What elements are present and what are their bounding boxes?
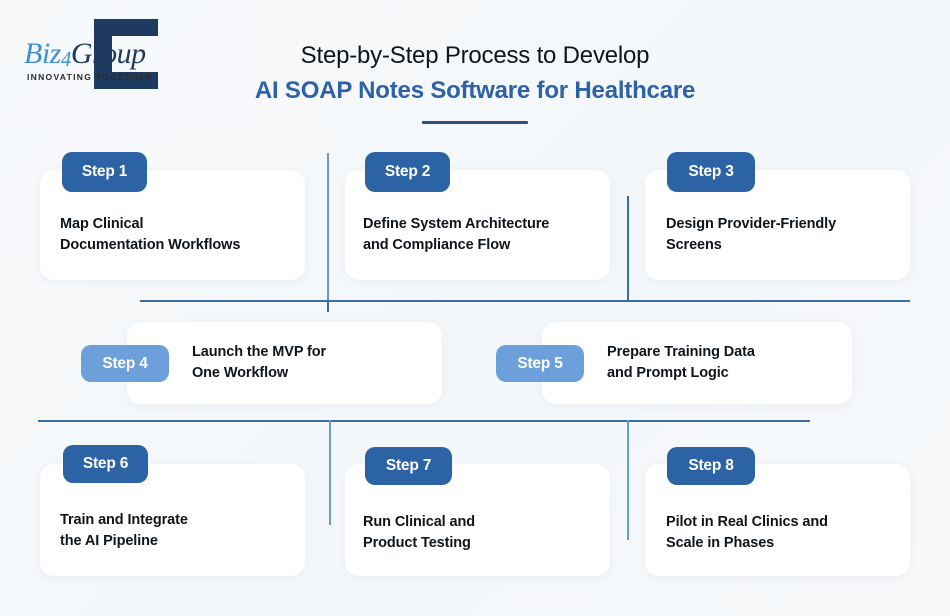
step-text-2: Define System Architecture and Complianc…: [363, 216, 550, 253]
step-text-8: Pilot in Real Clinics and Scale in Phase…: [666, 514, 828, 551]
step-card-5[interactable]: [542, 322, 852, 404]
title-underline-accent: [422, 121, 528, 124]
page-title: Step-by-Step Process to Develop AI SOAP …: [0, 40, 950, 124]
logo-wordmark: Biz4Group: [24, 37, 146, 72]
connector-vline-step7-step8: [627, 420, 629, 540]
connector-vline-step6-step7: [329, 420, 331, 525]
step-text-4: Launch the MVP for One Workflow: [192, 344, 327, 381]
step-text-3: Design Provider-Friendly Screens: [666, 216, 837, 253]
logo-text-biz: Biz: [24, 37, 61, 70]
step-badge-2: Step 2: [365, 152, 450, 192]
logo-bracket-notch: [112, 36, 158, 72]
step-badge-6: Step 6: [63, 445, 148, 483]
connector-vline-step2-step3: [627, 196, 629, 301]
step-card-4[interactable]: [127, 322, 442, 404]
connector-vline-row2-right-stub: [627, 288, 629, 302]
step-badge-1: Step 1: [62, 152, 147, 192]
step-text-7: Run Clinical and Product Testing: [363, 514, 475, 551]
step-badge-7: Step 7: [365, 447, 452, 485]
step-text-5: Prepare Training Data and Prompt Logic: [607, 344, 755, 381]
step-badge-5: Step 5: [496, 345, 584, 382]
title-line-secondary: AI SOAP Notes Software for Healthcare: [254, 77, 696, 104]
connector-vline-row2-left-stub: [327, 300, 329, 312]
step-text-1: Map Clinical Documentation Workflows: [60, 216, 241, 253]
logo-text-group: Group: [70, 37, 146, 70]
connector-vline-step1-step2: [327, 153, 329, 301]
title-line-primary: Step-by-Step Process to Develop: [300, 42, 650, 69]
connector-hline-row1: [140, 300, 910, 302]
biz4group-logo: Biz4Group INNOVATING TOGETHER: [18, 18, 178, 90]
logo-text-four: 4: [60, 47, 72, 71]
step-text-6: Train and Integrate the AI Pipeline: [60, 512, 188, 549]
step-badge-8: Step 8: [667, 447, 755, 485]
step-badge-4: Step 4: [81, 345, 169, 382]
logo-tagline: INNOVATING TOGETHER: [27, 72, 154, 82]
step-badge-3: Step 3: [667, 152, 755, 192]
connector-hline-row3: [38, 420, 810, 422]
